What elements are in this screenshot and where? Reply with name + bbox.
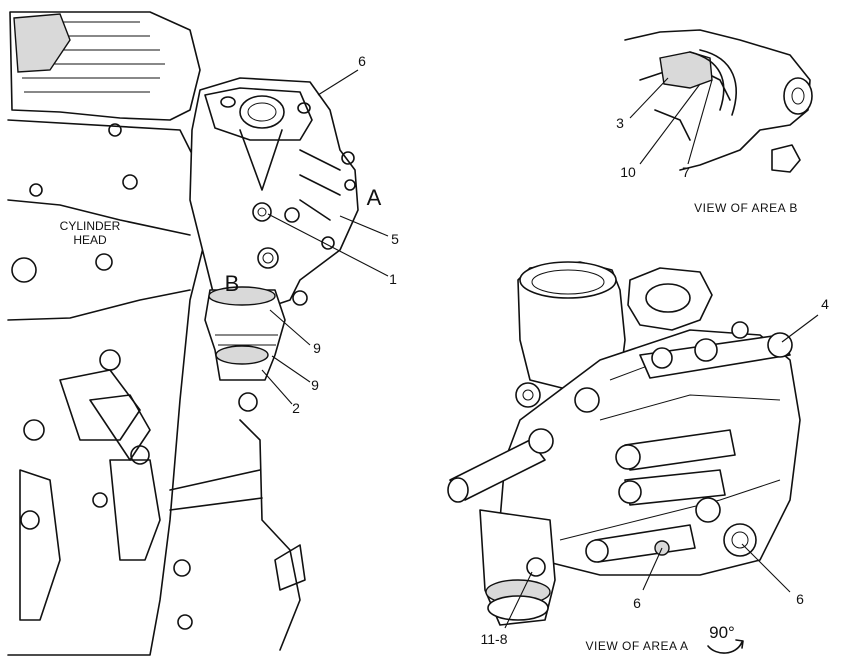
callout-6b-area-a: 6 bbox=[796, 591, 804, 607]
callout-9a-main: 9 bbox=[313, 340, 321, 356]
callout-10-area-b: 10 bbox=[620, 164, 636, 180]
cylinder-head-label-line-1: CYLINDER bbox=[60, 219, 121, 233]
leader-3-area-b bbox=[629, 77, 669, 119]
leader-6-main bbox=[317, 69, 359, 96]
leader-6b-area-a bbox=[741, 543, 791, 593]
callout-11-8-area-a: 11-8 bbox=[481, 631, 508, 647]
area-b-marker: B bbox=[225, 271, 240, 296]
leader-9a-main bbox=[269, 309, 311, 346]
leader-11-8-area-a bbox=[504, 571, 533, 629]
rotation-arrow-icon bbox=[707, 639, 744, 654]
callout-9b-main: 9 bbox=[311, 377, 319, 393]
cylinder-head-label-line-2: HEAD bbox=[73, 233, 107, 247]
leader-9b-main bbox=[271, 355, 311, 383]
callout-3-area-b: 3 bbox=[616, 115, 624, 131]
rotation-label: 90° bbox=[709, 623, 735, 642]
callout-5-main: 5 bbox=[391, 231, 399, 247]
leader-7-area-b bbox=[687, 79, 713, 165]
main-engine-view bbox=[7, 11, 359, 656]
leader-6a-area-a bbox=[642, 547, 663, 591]
leader-4-area-a bbox=[781, 314, 819, 343]
callout-6a-area-a: 6 bbox=[633, 595, 641, 611]
callout-4-area-a: 4 bbox=[821, 296, 829, 312]
leader-1-main bbox=[267, 213, 389, 277]
leader-10-area-b bbox=[639, 83, 701, 165]
leader-5-main bbox=[339, 215, 389, 237]
view-area-b-title: VIEW OF AREA B bbox=[694, 201, 798, 215]
callout-1-main: 1 bbox=[389, 271, 397, 287]
view-area-b-drawing bbox=[624, 29, 813, 173]
callout-2-main: 2 bbox=[292, 400, 300, 416]
callout-6-main: 6 bbox=[358, 53, 366, 69]
leader-2-main bbox=[261, 369, 293, 405]
area-a-marker: A bbox=[367, 185, 382, 210]
view-area-a-title: VIEW OF AREA A bbox=[585, 639, 688, 653]
callout-7-area-b: 7 bbox=[682, 164, 690, 180]
view-area-a-drawing bbox=[447, 261, 801, 626]
